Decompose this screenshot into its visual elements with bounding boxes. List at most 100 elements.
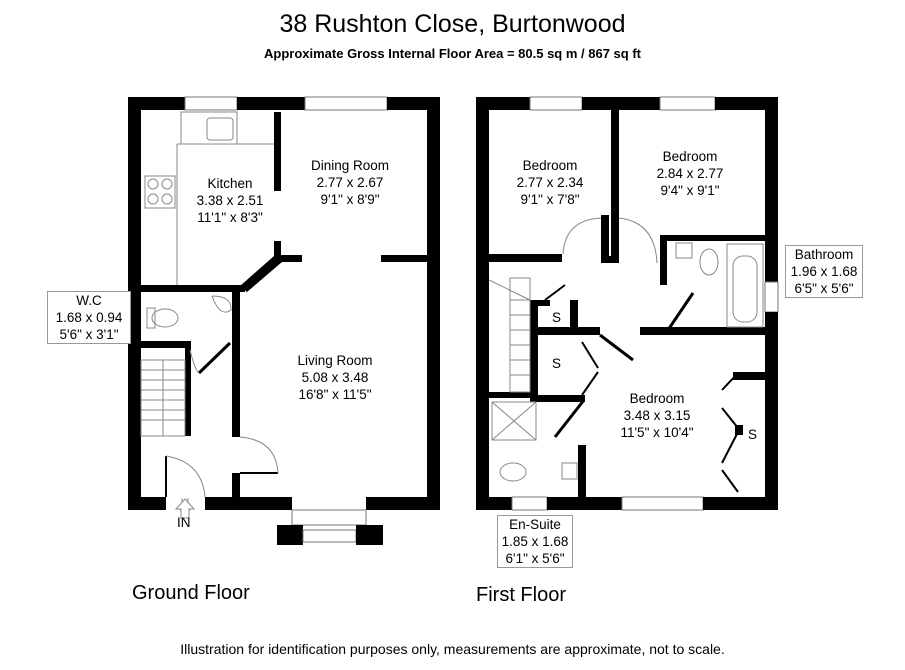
wall	[530, 327, 600, 335]
entrance-label: IN	[177, 515, 191, 530]
room-size-imperial: 9'4" x 9'1"	[660, 183, 720, 198]
room-name: Living Room	[297, 353, 373, 368]
wall	[141, 285, 245, 292]
wall	[547, 497, 622, 510]
room-name: Bathroom	[794, 247, 854, 262]
wall	[530, 300, 550, 306]
disclaimer: Illustration for identification purposes…	[180, 641, 725, 657]
room-size-imperial: 11'1" x 8'3"	[197, 210, 263, 225]
wall	[489, 254, 562, 262]
wardrobe-door	[721, 407, 739, 429]
room-label-bedroom-3: Bedroom 2.84 x 2.77 9'4" x 9'1"	[640, 148, 740, 199]
wall	[185, 341, 191, 436]
wall	[715, 97, 778, 110]
wall	[601, 215, 609, 263]
wardrobe-door	[721, 431, 739, 464]
room-size-metric: 3.38 x 2.51	[196, 193, 264, 208]
door	[599, 333, 634, 362]
wall	[660, 235, 667, 285]
wall	[601, 256, 619, 263]
wall	[274, 241, 281, 263]
room-size-metric: 1.68 x 0.94	[55, 310, 123, 325]
staircase	[488, 277, 531, 393]
wall	[476, 97, 489, 510]
wardrobe-door	[721, 469, 739, 493]
wall	[274, 255, 302, 262]
wall	[427, 97, 440, 510]
wall	[277, 525, 303, 545]
wall	[530, 300, 538, 400]
wall	[476, 97, 530, 110]
room-size-imperial: 6'1" x 5'6"	[505, 551, 565, 566]
door	[553, 399, 586, 438]
room-size-metric: 1.96 x 1.68	[790, 264, 858, 279]
room-size-metric: 3.48 x 3.15	[623, 408, 691, 423]
room-name: En-Suite	[509, 517, 561, 532]
wall	[128, 497, 166, 510]
wall	[530, 395, 585, 402]
wall	[640, 327, 765, 335]
bath	[726, 243, 764, 328]
window	[302, 529, 357, 543]
room-name: W.C	[76, 293, 102, 308]
room-name: Dining Room	[310, 158, 390, 173]
window	[304, 96, 388, 111]
wall	[387, 97, 440, 110]
room-size-imperial: 16'8" x 11'5"	[298, 387, 372, 402]
first-floor-plan	[476, 96, 779, 511]
hob	[144, 175, 176, 209]
door	[197, 341, 232, 375]
wall	[141, 341, 191, 348]
wall	[703, 497, 778, 510]
floor-area-subtitle: Approximate Gross Internal Floor Area = …	[264, 46, 641, 61]
bay-window	[291, 509, 367, 526]
wall	[240, 256, 282, 292]
wall	[735, 425, 743, 435]
basin	[211, 295, 232, 313]
window	[659, 96, 716, 111]
window	[621, 496, 704, 511]
wall	[274, 112, 281, 191]
room-size-imperial: 5'6" x 3'1"	[59, 327, 119, 342]
wall	[366, 497, 440, 510]
room-label-living-room: Living Room 5.08 x 3.48 16'8" x 11'5"	[275, 352, 395, 403]
room-size-metric: 2.84 x 2.77	[656, 166, 724, 181]
window	[764, 281, 779, 313]
wall	[205, 497, 292, 510]
room-label-kitchen: Kitchen 3.38 x 2.51 11'1" x 8'3"	[180, 175, 280, 226]
wall	[582, 97, 660, 110]
door	[544, 284, 566, 301]
toilet	[499, 462, 527, 482]
wall	[232, 473, 240, 497]
wall	[476, 497, 512, 510]
door	[666, 292, 695, 331]
room-label-bathroom: Bathroom 1.96 x 1.68 6'5" x 5'6"	[785, 245, 863, 298]
ground-floor-plan	[128, 96, 440, 545]
room-name: Bedroom	[662, 149, 718, 164]
room-size-metric: 5.08 x 3.48	[301, 370, 369, 385]
sink-unit	[180, 111, 238, 145]
room-size-metric: 2.77 x 2.67	[316, 175, 384, 190]
room-name: Bedroom	[629, 391, 685, 406]
room-size-metric: 1.85 x 1.68	[501, 534, 569, 549]
wall	[765, 97, 778, 282]
staircase	[140, 359, 186, 437]
window	[184, 96, 238, 111]
basin	[561, 462, 578, 480]
window	[529, 96, 583, 111]
wall	[356, 525, 383, 545]
door	[581, 341, 599, 369]
room-size-imperial: 11'5" x 10'4"	[620, 425, 694, 440]
room-label-bedroom-1: Bedroom 3.48 x 3.15 11'5" x 10'4"	[602, 390, 712, 441]
shower	[491, 401, 537, 441]
entrance-arrow-icon	[174, 498, 196, 519]
wall	[660, 235, 765, 241]
toilet	[151, 308, 179, 328]
room-size-imperial: 6'5" x 5'6"	[794, 281, 854, 296]
basin	[675, 242, 693, 259]
storage-label: S	[748, 427, 758, 442]
room-size-imperial: 9'1" x 8'9"	[320, 192, 380, 207]
wall	[128, 97, 185, 110]
toilet	[699, 248, 719, 276]
room-size-metric: 2.77 x 2.34	[516, 175, 584, 190]
